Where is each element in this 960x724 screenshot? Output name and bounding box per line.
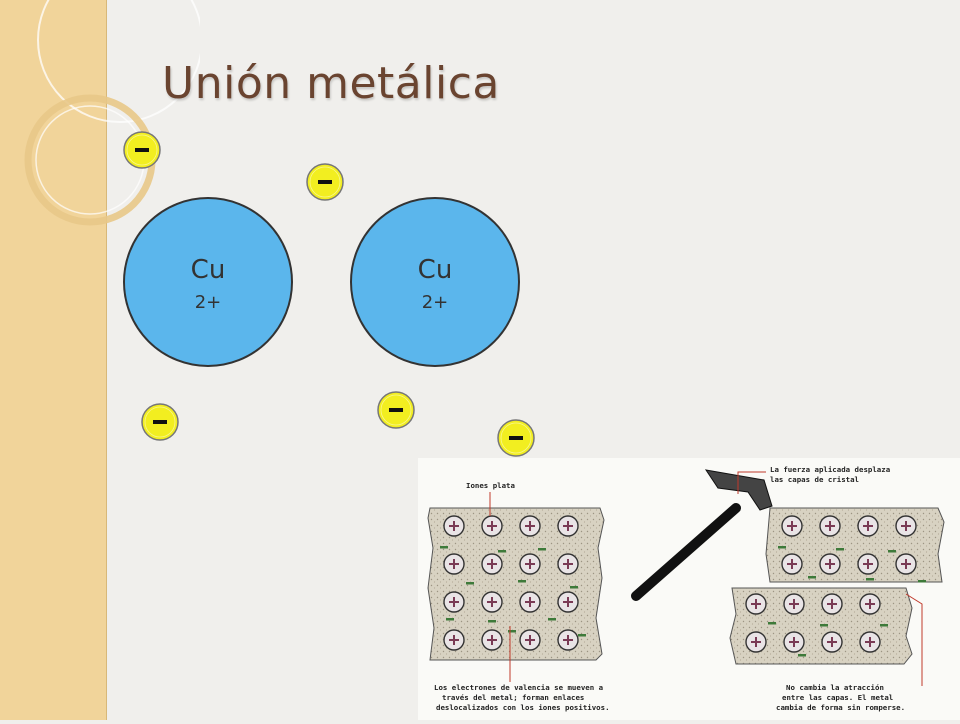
valence-electron (880, 624, 888, 627)
silver-ion (745, 593, 767, 615)
ion-charge: 2+ (422, 292, 449, 313)
silver-ion (519, 553, 541, 575)
ion-symbol: Cu (418, 255, 453, 285)
ion-charge: 2+ (195, 292, 222, 313)
caption-right-line-3: cambia de forma sin romperse. (776, 703, 905, 712)
silver-ion (557, 515, 579, 537)
electron (306, 163, 344, 201)
hammer-icon (631, 469, 773, 601)
valence-electron (538, 548, 546, 551)
silver-ion (443, 629, 465, 651)
electron (497, 419, 535, 457)
valence-electron (508, 630, 516, 633)
valence-electron (888, 550, 896, 553)
ion-symbol: Cu (191, 255, 226, 285)
valence-electron (548, 618, 556, 621)
valence-electron (518, 580, 526, 583)
silver-ion (557, 629, 579, 651)
silver-ion (557, 553, 579, 575)
caption-left-line-2: través del metal; forman enlaces (442, 693, 584, 702)
silver-ion (895, 515, 917, 537)
silver-ion (783, 631, 805, 653)
valence-electron (578, 634, 586, 637)
valence-electron (446, 618, 454, 621)
silver-ion (481, 515, 503, 537)
silver-ion (781, 553, 803, 575)
silver-ion (443, 591, 465, 613)
electron (377, 391, 415, 429)
valence-electron (466, 582, 474, 585)
valence-electron (570, 586, 578, 589)
silver-ion (745, 631, 767, 653)
silver-ion (859, 593, 881, 615)
valence-electron (820, 624, 828, 627)
silver-ion (443, 553, 465, 575)
valence-electron (808, 576, 816, 579)
silver-ion (819, 553, 841, 575)
valence-electron (498, 550, 506, 553)
copper-ion-left: Cu 2+ (123, 197, 293, 367)
silver-ion (443, 515, 465, 537)
silver-ion (519, 591, 541, 613)
copper-ions-diagram: Cu 2+ Cu 2+ (123, 131, 535, 457)
silver-ion (821, 593, 843, 615)
caption-right-line-1: No cambia la atracción (786, 683, 884, 692)
metal-block-left (427, 507, 605, 661)
valence-electron (440, 546, 448, 549)
silver-ion (821, 631, 843, 653)
silver-ion (557, 591, 579, 613)
electron (123, 131, 161, 169)
caption-right-line-2: entre las capas. El metal (782, 693, 893, 702)
silver-ion (481, 591, 503, 613)
valence-electron (866, 578, 874, 581)
electron (141, 403, 179, 441)
valence-electron (836, 548, 844, 551)
silver-ion (819, 515, 841, 537)
silver-ion (859, 631, 881, 653)
silver-ion (783, 593, 805, 615)
valence-electron (918, 580, 926, 583)
valence-electron (488, 620, 496, 623)
valence-electron (778, 546, 786, 549)
valence-electron (768, 622, 776, 625)
metal-deformation-illustration: Iones plata La fuerza aplicada desplaza … (418, 458, 960, 720)
silver-ion (481, 629, 503, 651)
label-fuerza-line-2: las capas de cristal (770, 475, 859, 484)
slide-title: Unión metálica (162, 58, 500, 109)
silver-ion (519, 515, 541, 537)
silver-ion (519, 629, 541, 651)
silver-ion (857, 553, 879, 575)
caption-left-line-3: deslocalizados con los iones positivos. (436, 703, 610, 712)
label-fuerza-line-1: La fuerza aplicada desplaza (770, 465, 890, 474)
valence-electron (798, 654, 806, 657)
silver-ion (895, 553, 917, 575)
silver-ion (781, 515, 803, 537)
label-iones-plata: Iones plata (466, 481, 515, 490)
caption-left-line-1: Los electrones de valencia se mueven a (434, 683, 603, 692)
silver-ion (481, 553, 503, 575)
copper-ion-right: Cu 2+ (350, 197, 520, 367)
silver-ion (857, 515, 879, 537)
